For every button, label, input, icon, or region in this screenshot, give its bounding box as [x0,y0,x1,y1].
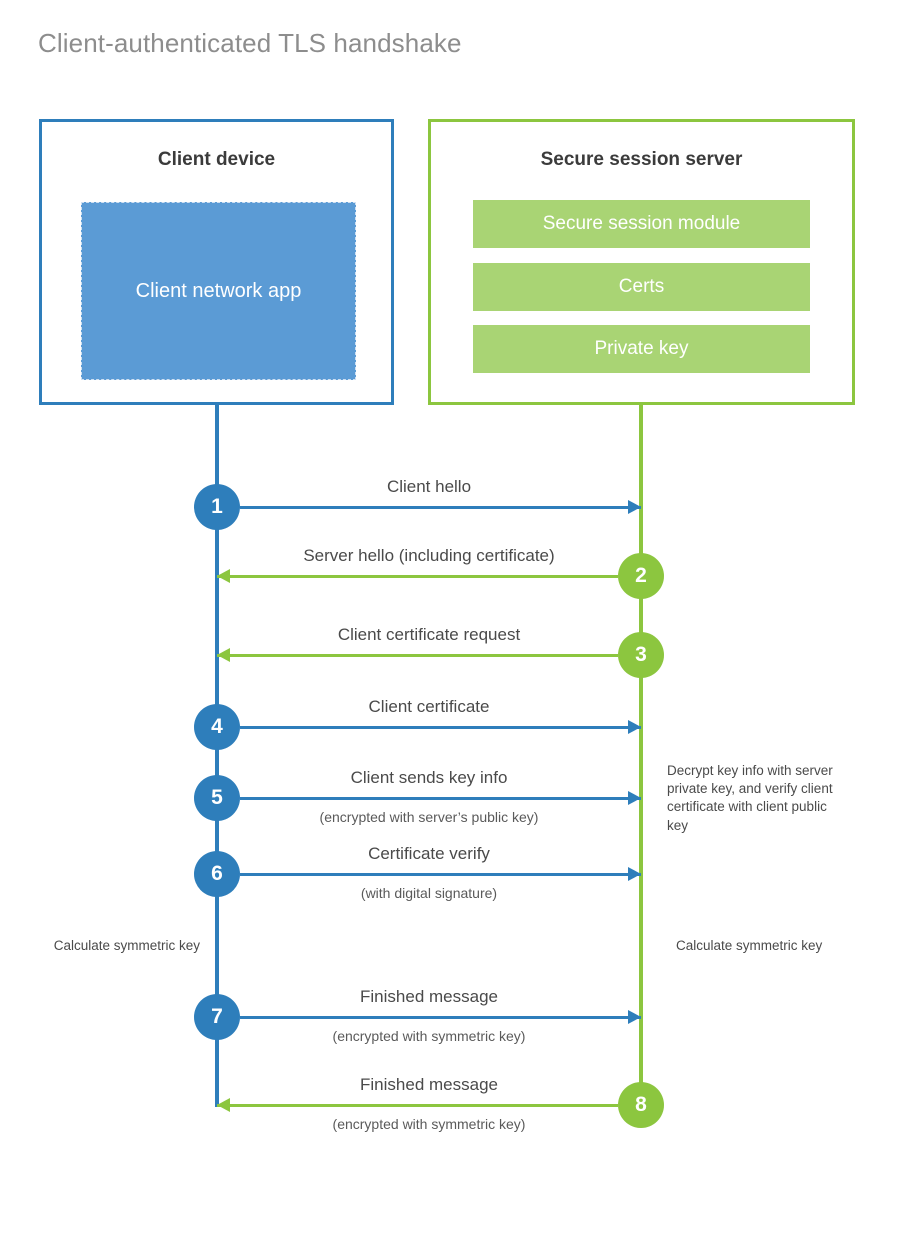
message-sublabel: (encrypted with symmetric key) [332,1028,526,1044]
message-arrow-line [217,654,618,657]
step-number-2[interactable]: 2 [618,553,664,599]
step-number-6[interactable]: 6 [194,851,240,897]
step-number-5[interactable]: 5 [194,775,240,821]
message-arrow-line [240,1016,641,1019]
client-network-app-block: Client network app [81,202,356,380]
message-label: Client hello [386,477,472,496]
step-number-3[interactable]: 3 [618,632,664,678]
message-arrow-line [240,797,641,800]
server-component-secure-session-module: Secure session module [473,200,810,248]
step-number-4[interactable]: 4 [194,704,240,750]
secure-session-server-box: Secure session server Secure session mod… [428,119,855,405]
message-arrowhead [628,791,641,805]
message-arrow-line [217,1104,618,1107]
note-client-calculate-symmetric-key: Calculate symmetric key [53,938,200,953]
step-number-8[interactable]: 8 [618,1082,664,1128]
message-arrowhead [217,1098,230,1112]
server-lifeline [639,405,643,1107]
note-server-decrypt-key-info: Decrypt key info with server private key… [667,763,833,833]
step-number-7[interactable]: 7 [194,994,240,1040]
message-label: Finished message [360,1075,498,1094]
message-label: Client sends key info [350,768,508,787]
message-sublabel: (encrypted with server’s public key) [319,809,539,825]
client-device-title: Client device [157,149,276,170]
note-server-calculate-symmetric-key: Calculate symmetric key [676,938,823,953]
message-arrowhead [628,867,641,881]
message-label: Client certificate request [337,625,521,644]
client-device-box: Client device Client network app [39,119,394,405]
message-arrowhead [217,648,230,662]
message-arrowhead [217,569,230,583]
secure-session-server-title: Secure session server [540,149,743,170]
message-arrow-line [240,506,641,509]
message-arrowhead [628,500,641,514]
server-component-private-key: Private key [473,325,810,373]
message-label: Finished message [360,987,498,1006]
step-number-1[interactable]: 1 [194,484,240,530]
message-arrow-line [240,726,641,729]
message-label: Server hello (including certificate) [303,546,555,565]
message-sublabel: (encrypted with symmetric key) [332,1116,526,1132]
message-sublabel: (with digital signature) [360,885,498,901]
server-component-certs: Certs [473,263,810,311]
client-lifeline [215,405,219,1107]
message-label: Client certificate [368,697,490,716]
message-arrowhead [628,1010,641,1024]
message-arrow-line [240,873,641,876]
page-title: Client-authenticated TLS handshake [38,28,462,58]
message-arrow-line [217,575,618,578]
message-arrowhead [628,720,641,734]
message-label: Certificate verify [368,844,490,863]
